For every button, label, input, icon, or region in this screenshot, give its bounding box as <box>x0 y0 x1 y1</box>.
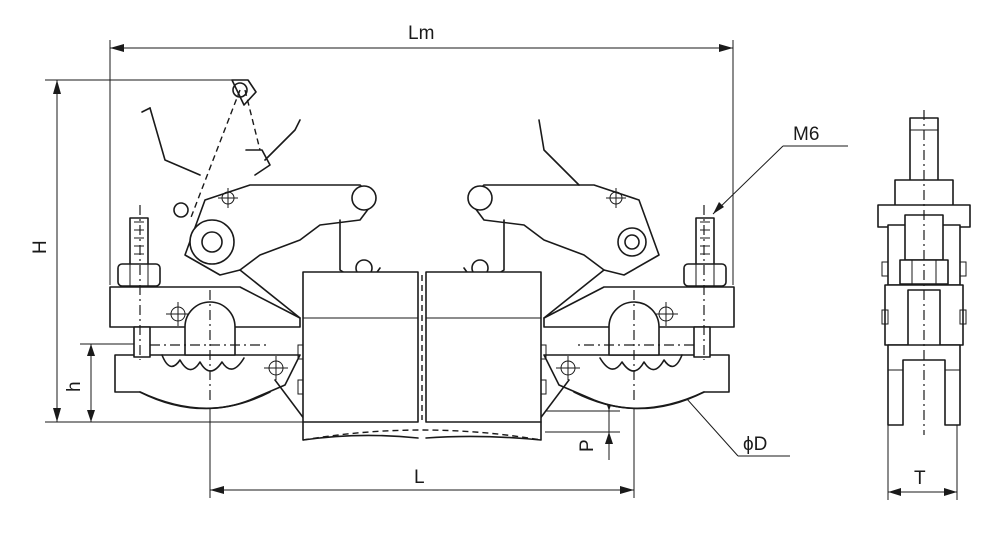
label-l: L <box>414 467 425 488</box>
label-p: P <box>577 439 598 452</box>
label-diameter: ϕD <box>743 434 767 455</box>
dimension-lm: Lm <box>109 23 734 285</box>
dimension-lower-h: h <box>64 343 135 422</box>
label-m6: M6 <box>793 124 819 145</box>
label-h: H <box>30 240 51 254</box>
center-blocks <box>297 271 547 441</box>
leader-m6: M6 <box>712 124 848 215</box>
dimension-t: T <box>887 425 958 500</box>
label-t: T <box>914 468 926 489</box>
left-clamp <box>109 79 381 421</box>
label-lm: Lm <box>408 23 434 44</box>
side-view <box>877 110 971 435</box>
dimension-h: H <box>30 79 305 423</box>
label-lower-h: h <box>64 381 85 392</box>
